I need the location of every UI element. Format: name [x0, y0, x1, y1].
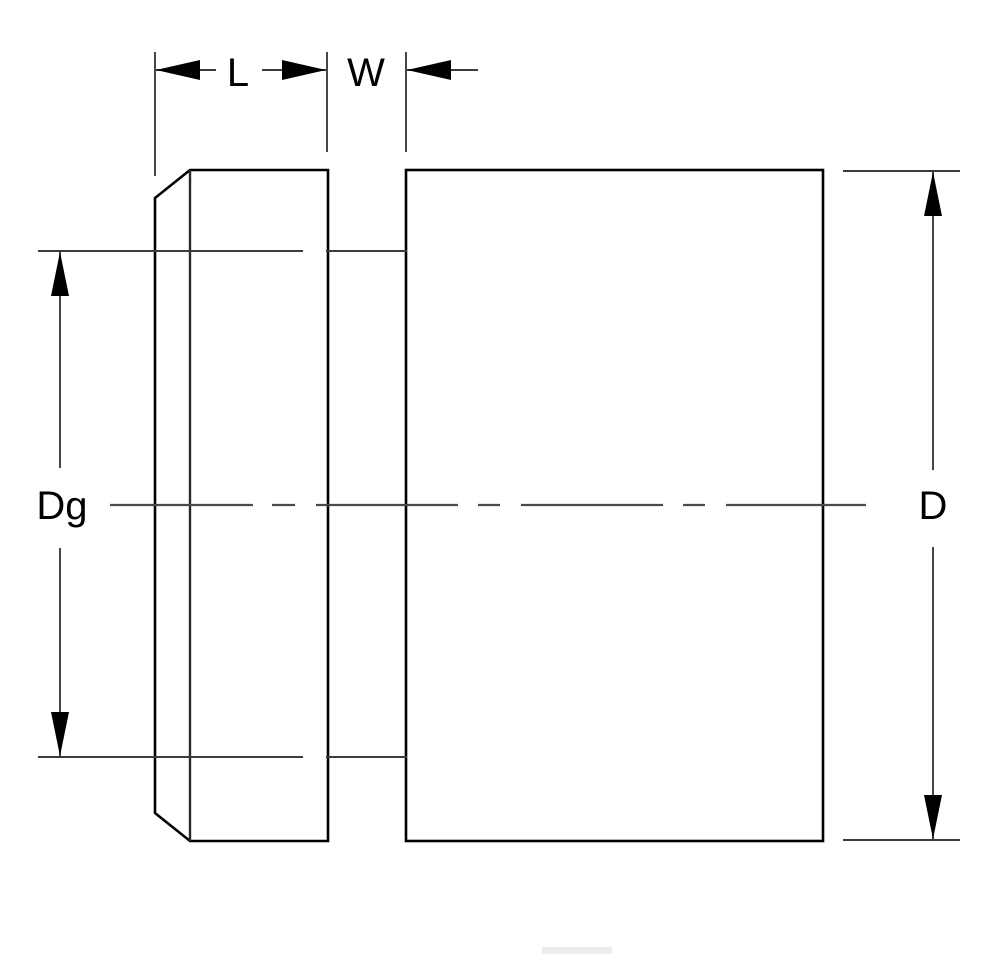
dim-label-Dg: Dg	[36, 484, 87, 528]
dim-label-W: W	[347, 51, 385, 95]
arrow-head-Dg-top	[51, 252, 69, 296]
arrow-head-W	[407, 60, 451, 80]
arrow-head-Dg-bottom	[51, 712, 69, 756]
dimension-D: D	[919, 172, 948, 839]
dim-label-L: L	[227, 51, 249, 95]
dimension-L: L	[156, 51, 326, 95]
dimension-Dg: Dg	[36, 252, 88, 756]
dimension-W: W	[347, 51, 478, 95]
arrow-head-L-right	[282, 60, 326, 80]
footer-artifact	[542, 947, 612, 954]
arrow-head-D-top	[924, 172, 942, 216]
arrow-head-D-bottom	[924, 795, 942, 839]
dim-label-D: D	[919, 484, 948, 528]
outer-diameter-extension-lines	[843, 170, 960, 841]
arrow-head-L-left	[156, 60, 200, 80]
groove-diameter-extension-lines	[38, 250, 407, 758]
top-extension-lines	[154, 52, 407, 176]
